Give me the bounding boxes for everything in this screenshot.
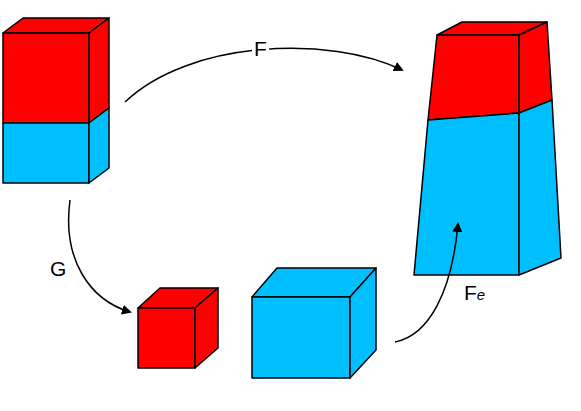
mapping-arrows	[69, 48, 458, 342]
map-label: G	[48, 258, 68, 279]
map-label: F	[252, 38, 269, 59]
deformed-block	[414, 22, 561, 275]
reference-block	[3, 18, 109, 183]
red-cube	[138, 288, 218, 368]
map-label: Fe	[462, 282, 487, 303]
blue-cube	[252, 268, 376, 378]
